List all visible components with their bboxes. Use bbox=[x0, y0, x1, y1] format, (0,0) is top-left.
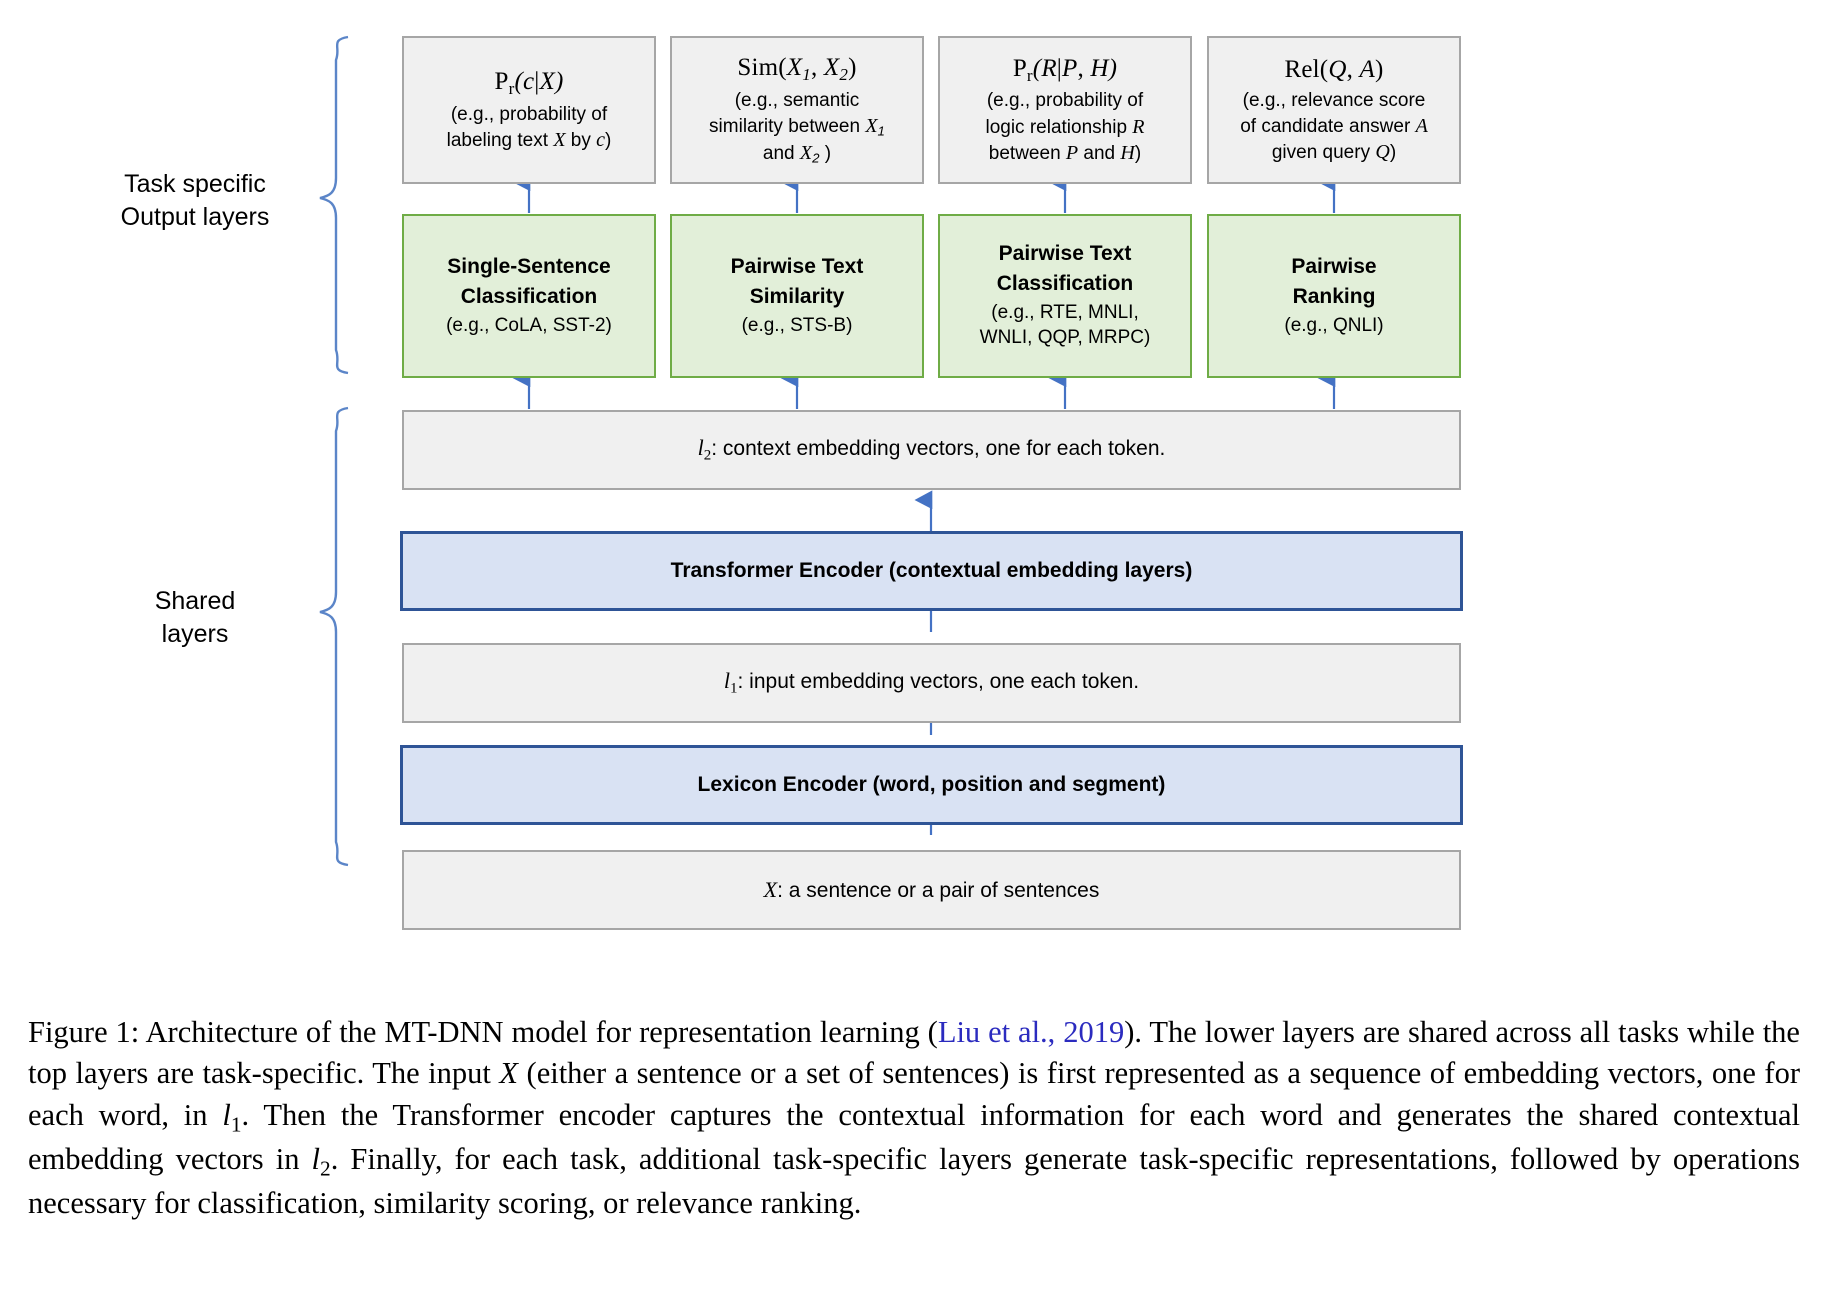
task-box-single-sentence-classification[interactable]: Single-Sentence Classification (e.g., Co… bbox=[402, 214, 656, 378]
caption-part4: . Then the Transformer encoder captures … bbox=[28, 1097, 1800, 1176]
arrow-group-l2-to-tasks bbox=[512, 368, 1336, 409]
caption-part5: . Finally, for each task, additional tas… bbox=[28, 1141, 1800, 1221]
output-box-similarity: Sim(X1, X2) (e.g., semantic similarity b… bbox=[670, 36, 924, 184]
layer-label-l2-text: : context embedding vectors, one for eac… bbox=[711, 437, 1166, 461]
caption-part1: Architecture of the MT-DNN model for rep… bbox=[139, 1015, 938, 1049]
figure-canvas: Task specific Output layers Shared layer… bbox=[70, 35, 1463, 930]
task-sub-3-line1: (e.g., RTE, MNLI, bbox=[991, 302, 1139, 324]
transformer-encoder-label: Transformer Encoder (contextual embeddin… bbox=[670, 558, 1193, 582]
task-sub-4-line1: (e.g., QNLI) bbox=[1284, 314, 1384, 336]
task-title-1-line1: Single-Sentence bbox=[447, 254, 611, 278]
output-formula-1: Pr(c|X) bbox=[494, 68, 564, 99]
task-title-3-line1: Pairwise Text bbox=[998, 242, 1132, 266]
layer-box-l2-context-embedding: l2: context embedding vectors, one for e… bbox=[402, 410, 1461, 490]
input-box-text: : a sentence or a pair of sentences bbox=[777, 878, 1100, 902]
output-desc-4-line2: of candidate answer A bbox=[1240, 114, 1428, 137]
layer-box-transformer-encoder[interactable]: Transformer Encoder (contextual embeddin… bbox=[400, 531, 1463, 611]
task-title-3-line2: Classification bbox=[996, 272, 1134, 296]
output-formula-4: Rel(Q, A) bbox=[1284, 56, 1384, 84]
task-box-pairwise-ranking[interactable]: Pairwise Ranking (e.g., QNLI) bbox=[1207, 214, 1461, 378]
output-desc-2-line1: (e.g., semantic bbox=[734, 89, 860, 111]
task-sub-2-line1: (e.g., STS-B) bbox=[741, 314, 853, 336]
caption-part3: (either a sentence or a set of sentences… bbox=[28, 1056, 1801, 1132]
label-shared-line1: Shared bbox=[154, 587, 236, 615]
output-desc-3-line2: logic relationship R bbox=[985, 115, 1145, 138]
caption-symbol-x: X bbox=[499, 1056, 519, 1091]
task-box-pairwise-text-classification[interactable]: Pairwise Text Classification (e.g., RTE,… bbox=[938, 214, 1192, 378]
output-desc-3-line1: (e.g., probability of bbox=[986, 90, 1144, 112]
layer-box-lexicon-encoder[interactable]: Lexicon Encoder (word, position and segm… bbox=[400, 745, 1463, 825]
bracket-shared-layers bbox=[319, 406, 349, 867]
label-task-specific-line1: Task specific bbox=[124, 170, 266, 198]
layer-label-l2: l2: context embedding vectors, one for e… bbox=[697, 435, 1166, 464]
output-desc-3-line3: between P and H) bbox=[988, 142, 1142, 165]
task-sub-1-line1: (e.g., CoLA, SST-2) bbox=[446, 314, 612, 336]
caption-citation-link[interactable]: Liu et al., 2019 bbox=[937, 1015, 1125, 1049]
task-title-2-line2: Similarity bbox=[749, 284, 845, 308]
output-box-single-sentence: Pr(c|X) (e.g., probability of labeling t… bbox=[402, 36, 656, 184]
task-title-4-line1: Pairwise bbox=[1291, 254, 1377, 278]
input-box-label: X: a sentence or a pair of sentences bbox=[763, 876, 1100, 902]
input-box-sentence: X: a sentence or a pair of sentences bbox=[402, 850, 1461, 930]
bracket-task-specific bbox=[319, 35, 349, 375]
caption-label: Figure 1: bbox=[28, 1015, 140, 1049]
output-box-relevance: Rel(Q, A) (e.g., relevance score of cand… bbox=[1207, 36, 1461, 184]
figure-caption: Figure 1: Architecture of the MT-DNN mod… bbox=[28, 1012, 1800, 1225]
layer-box-l1-input-embedding: l1: input embedding vectors, one each to… bbox=[402, 643, 1461, 723]
output-desc-1-line1: (e.g., probability of bbox=[450, 103, 608, 125]
output-desc-2-line3: and X2 ) bbox=[762, 142, 832, 166]
task-sub-3-line2: WNLI, QQP, MRPC) bbox=[979, 326, 1151, 348]
task-box-pairwise-text-similarity[interactable]: Pairwise Text Similarity (e.g., STS-B) bbox=[670, 214, 924, 378]
output-box-logic-relationship: Pr(R|P, H) (e.g., probability of logic r… bbox=[938, 36, 1192, 184]
lexicon-encoder-label: Lexicon Encoder (word, position and segm… bbox=[697, 772, 1166, 796]
task-title-1-line2: Classification bbox=[460, 284, 598, 308]
label-shared-line2: layers bbox=[161, 619, 229, 648]
label-task-specific-output-layers: Task specific Output layers bbox=[70, 168, 320, 233]
output-desc-4-line1: (e.g., relevance score bbox=[1242, 89, 1426, 111]
output-desc-1-line2: labeling text X by c) bbox=[446, 128, 612, 151]
output-desc-4-line3: given query Q) bbox=[1271, 141, 1397, 164]
task-title-2-line1: Pairwise Text bbox=[730, 254, 864, 278]
task-title-4-line2: Ranking bbox=[1292, 284, 1376, 308]
label-task-specific-line2: Output layers bbox=[120, 202, 270, 231]
output-desc-2-line2: similarity between X1 bbox=[709, 114, 885, 139]
layer-label-l1-text: : input embedding vectors, one each toke… bbox=[737, 670, 1140, 694]
caption-part2: ). The lower layers are shared across al… bbox=[28, 1015, 1800, 1091]
layer-label-l1: l1: input embedding vectors, one each to… bbox=[723, 668, 1140, 697]
label-shared-layers: Shared layers bbox=[70, 585, 320, 650]
arrow-group-tasks-to-outputs bbox=[512, 172, 1336, 213]
caption-symbol-l2: l2 bbox=[311, 1141, 331, 1181]
caption-symbol-l1: l1 bbox=[222, 1097, 242, 1137]
output-formula-3: Pr(R|P, H) bbox=[1012, 55, 1118, 85]
output-formula-2: Sim(X1, X2) bbox=[737, 54, 857, 85]
